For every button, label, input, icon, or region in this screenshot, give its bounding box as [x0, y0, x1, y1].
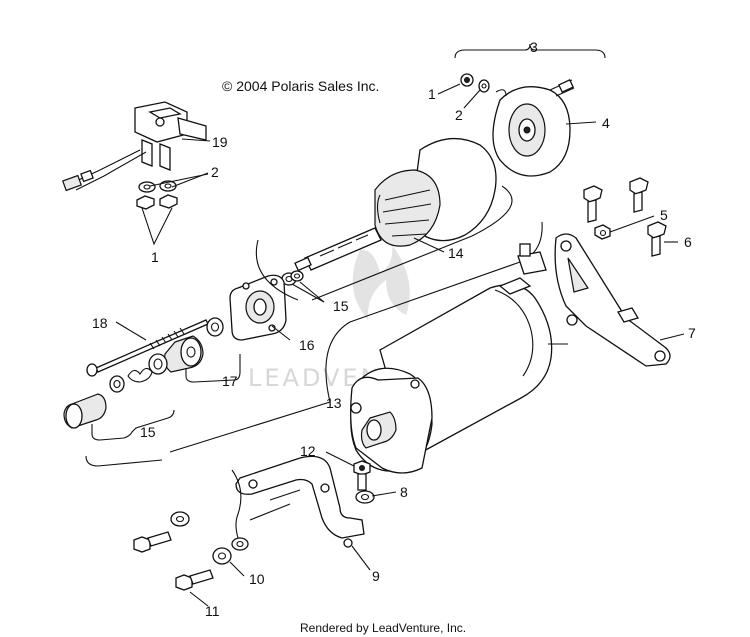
screw-12-washer-8 [353, 460, 375, 504]
callout-15-lower: 15 [140, 424, 156, 440]
callout-10: 10 [249, 571, 265, 587]
callout-12: 12 [300, 443, 316, 459]
bracket-13-upper [255, 239, 299, 301]
callout-17: 17 [222, 373, 238, 389]
cable-bracket-9 [231, 455, 365, 551]
callout-7: 7 [688, 325, 696, 341]
bracket-14 [311, 185, 513, 301]
bracket-13 [85, 221, 543, 467]
callout-3: 3 [530, 39, 538, 55]
leader-lines [115, 83, 685, 607]
callout-2-top: 2 [455, 107, 463, 123]
callout-9: 9 [372, 568, 380, 584]
callout-14: 14 [448, 245, 464, 261]
callout-5: 5 [660, 207, 668, 223]
callout-1-top: 1 [428, 86, 436, 102]
callout-2-solenoid: 2 [211, 164, 219, 180]
callout-labels: 19 2 1 3 1 2 4 5 6 7 8 9 10 11 12 13 14 … [92, 39, 696, 619]
pinion-gear-17 [63, 317, 224, 429]
callout-8: 8 [400, 484, 408, 500]
callout-18: 18 [92, 315, 108, 331]
mount-bracket-7 [554, 233, 671, 367]
end-cap-hardware [460, 73, 507, 97]
callout-11: 11 [205, 603, 220, 619]
bracket-17 [185, 354, 241, 383]
callout-6: 6 [684, 234, 692, 250]
copyright-text: © 2004 Polaris Sales Inc. [222, 78, 379, 94]
rendered-by-text: Rendered by LeadVenture, Inc. [300, 621, 466, 635]
bracket-15 [91, 409, 175, 441]
callout-15-upper: 15 [333, 298, 349, 314]
thrust-washers-15 [281, 270, 304, 286]
armature-14 [294, 137, 497, 272]
callout-16: 16 [299, 337, 315, 353]
callout-1-solenoid: 1 [151, 249, 159, 265]
callout-13: 13 [326, 395, 342, 411]
mount-bolts [583, 177, 667, 257]
callout-19: 19 [212, 134, 228, 150]
end-cap-4 [492, 78, 575, 177]
solenoid-hardware [136, 180, 178, 210]
bolts-11-washers-10 [133, 511, 232, 591]
callout-4: 4 [602, 115, 610, 131]
starter-motor-13 [350, 243, 568, 474]
bracket-3 [454, 43, 606, 59]
solenoid-19 [62, 101, 207, 192]
